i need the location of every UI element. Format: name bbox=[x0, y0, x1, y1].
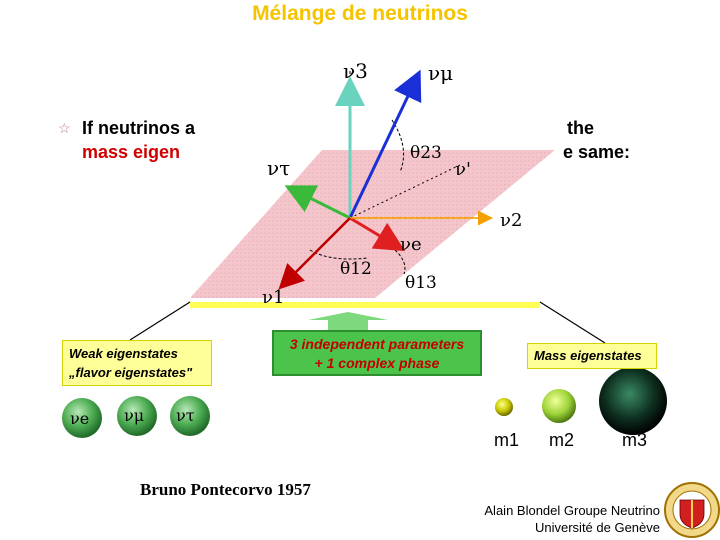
flavor-ball-tau bbox=[170, 396, 210, 436]
pontecorvo-credit: Bruno Pontecorvo 1957 bbox=[140, 480, 311, 499]
left-funnel-line bbox=[129, 301, 191, 341]
bullet-text-line2-right: e same: bbox=[563, 142, 631, 162]
parameters-line1: 3 independent parameters bbox=[289, 336, 465, 352]
author-credit: Alain Blondel Groupe Neutrino Université… bbox=[470, 502, 660, 536]
nu1-vector bbox=[278, 217, 351, 290]
parameters-line2: + 1 complex phase bbox=[314, 355, 440, 371]
parameters-box: 3 independent parameters + 1 complex pha… bbox=[272, 330, 482, 376]
flavor-label-tau: ντ bbox=[176, 406, 195, 425]
author-credit-line2: Université de Genève bbox=[534, 520, 660, 535]
mass-ball-m1 bbox=[495, 398, 513, 416]
theta23-label: θ23 bbox=[410, 143, 442, 163]
bullet-text-line1-right: the bbox=[567, 118, 594, 138]
mass-label-m1: m1 bbox=[494, 430, 520, 450]
mass-eigenstates-box: Mass eigenstates bbox=[527, 343, 657, 369]
theta13-arc bbox=[394, 249, 406, 275]
bullet-text-line2-left: mass eigen bbox=[82, 142, 181, 162]
flavor-ball-mu bbox=[117, 396, 157, 436]
mass-ball-m2 bbox=[542, 389, 576, 423]
nu3-label: ν3 bbox=[343, 59, 368, 83]
theta13-label: θ13 bbox=[405, 273, 437, 293]
nu2-label: ν2 bbox=[500, 210, 522, 231]
page-title: Mélange de neutrinos bbox=[252, 2, 468, 25]
theta12-arc bbox=[309, 249, 369, 260]
weak-eigenstates-box: Weak eigenstates „flavor eigenstates" bbox=[62, 340, 212, 386]
author-credit-line1: Alain Blondel Groupe Neutrino bbox=[484, 503, 660, 518]
mass-label-m2: m2 bbox=[549, 430, 575, 450]
nutau-vector bbox=[284, 185, 351, 220]
nu-prime-label: ν' bbox=[455, 159, 471, 180]
bullet-text-line1-left: If neutrinos a bbox=[82, 118, 196, 138]
flavor-label-mu: νμ bbox=[124, 406, 144, 425]
weak-eigenstates-line2: „flavor eigenstates" bbox=[69, 365, 193, 380]
numu-vector bbox=[348, 69, 422, 219]
star-bullet-icon: ☆ bbox=[58, 120, 71, 136]
flavor-label-e: νe bbox=[70, 409, 89, 428]
nue-label: νe bbox=[400, 234, 422, 255]
mass-ball-m3 bbox=[599, 367, 667, 435]
yellow-bar bbox=[190, 302, 540, 308]
theta12-label: θ12 bbox=[340, 259, 372, 279]
nutau-label: ντ bbox=[267, 156, 290, 180]
param-arrow bbox=[308, 312, 388, 330]
nu1-label: ν1 bbox=[262, 287, 284, 308]
mass-label-m3: m3 bbox=[622, 430, 648, 450]
flavor-ball-e bbox=[62, 398, 102, 438]
university-seal-icon bbox=[664, 482, 720, 538]
right-funnel-line bbox=[539, 301, 606, 344]
numu-label: νμ bbox=[428, 61, 453, 85]
weak-eigenstates-line1: Weak eigenstates bbox=[69, 346, 178, 361]
nue-vector bbox=[349, 216, 406, 252]
nu-prime-axis bbox=[349, 164, 461, 219]
